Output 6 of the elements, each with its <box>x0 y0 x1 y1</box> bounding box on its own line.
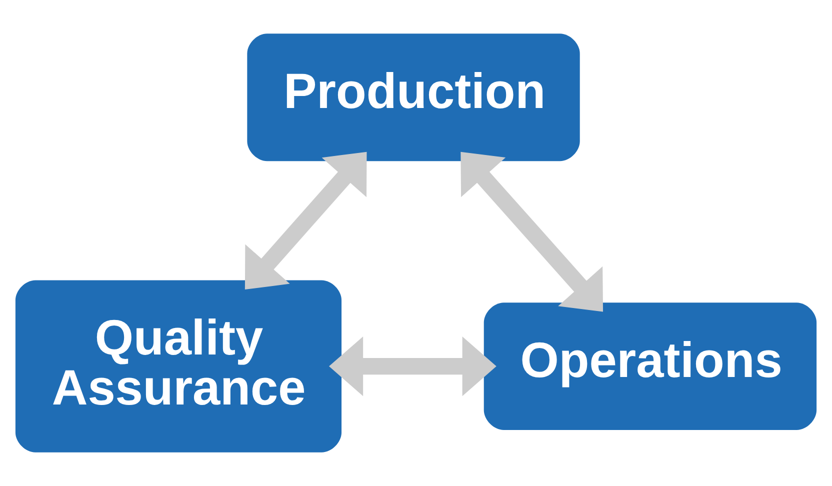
arrow <box>244 152 367 290</box>
node-box: Production <box>247 34 580 162</box>
arrow <box>329 336 496 396</box>
node-box: Quality Assurance <box>15 280 342 452</box>
node-box: Operations <box>484 302 817 430</box>
arrow <box>460 152 604 312</box>
